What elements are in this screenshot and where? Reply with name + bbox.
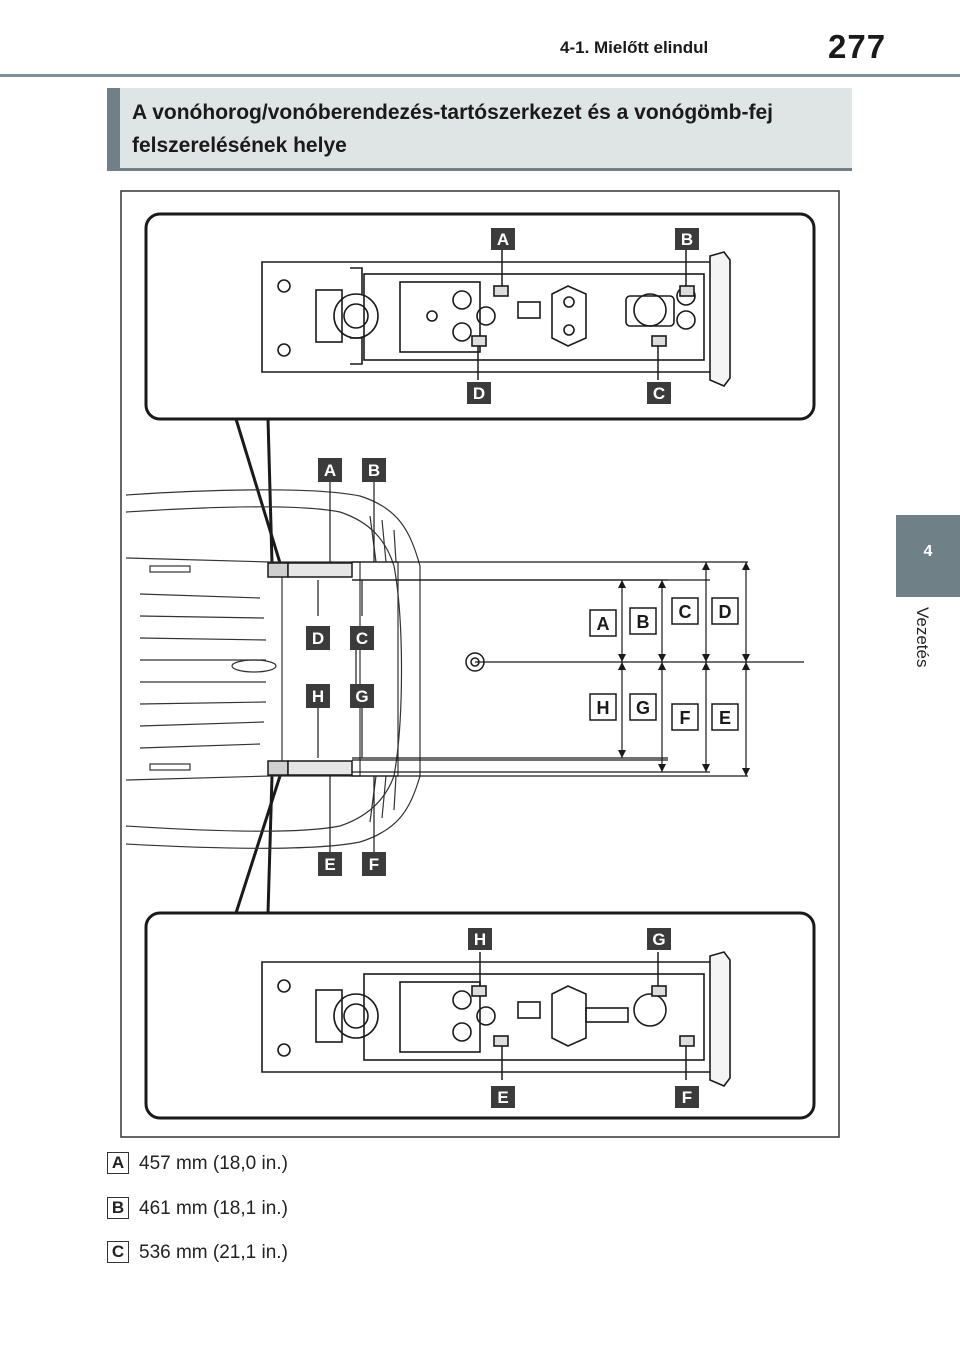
vehicle-label-e: E xyxy=(324,855,335,874)
bottom-detail-leaders xyxy=(479,952,687,1080)
top-detail-leaders xyxy=(477,250,687,380)
item-text: 536 mm (21,1 in.) xyxy=(139,1242,288,1263)
dim-label-c: C xyxy=(679,602,692,622)
dim-label-e: E xyxy=(719,708,731,728)
dimension-arrows xyxy=(618,562,750,776)
item-marker: B xyxy=(107,1197,129,1219)
bottom-label-f: F xyxy=(682,1088,692,1107)
bottom-label-g: G xyxy=(652,930,665,949)
section-title: A vonóhorog/vonóberendezés-tartószerkeze… xyxy=(132,101,773,157)
dim-label-d: D xyxy=(719,602,732,622)
bottom-detail-labels: H G E F xyxy=(468,928,699,1108)
top-label-d: D xyxy=(473,384,485,403)
top-label-c: C xyxy=(653,384,665,403)
hitch-receivers xyxy=(267,562,353,776)
chapter-tab[interactable]: 4 xyxy=(896,515,960,597)
vehicle-label-h: H xyxy=(312,687,324,706)
vehicle-leaders xyxy=(317,482,375,852)
bottom-crossmember xyxy=(261,951,731,1087)
detail-connectors xyxy=(234,418,282,914)
vehicle-label-b: B xyxy=(368,461,380,480)
header-section-title: 4-1. Mielőtt elindul xyxy=(560,38,709,57)
dim-label-b: B xyxy=(637,612,650,632)
vehicle-label-a: A xyxy=(324,461,336,480)
top-label-a: A xyxy=(497,230,509,249)
top-label-b: B xyxy=(681,230,693,249)
dimension-labels: A B C D H G F E xyxy=(589,597,739,731)
vehicle-label-d: D xyxy=(312,629,324,648)
header-rule xyxy=(0,74,960,77)
item-marker: C xyxy=(107,1241,129,1263)
page-number: 277 xyxy=(828,28,887,65)
figure-drawing: A B D C xyxy=(120,190,840,1138)
chapter-number: 4 xyxy=(923,543,933,560)
dim-label-h: H xyxy=(597,698,610,718)
section-title-box: A vonóhorog/vonóberendezés-tartószerkeze… xyxy=(107,88,852,171)
tow-hitch-figure: A B D C xyxy=(120,190,840,1138)
bottom-label-e: E xyxy=(497,1088,508,1107)
vehicle-label-f: F xyxy=(369,855,379,874)
dim-label-g: G xyxy=(636,698,650,718)
item-text: 457 mm (18,0 in.) xyxy=(139,1153,288,1174)
top-detail-labels: A B D C xyxy=(467,228,699,404)
item-marker: A xyxy=(107,1152,129,1174)
dim-label-a: A xyxy=(597,614,610,634)
vehicle-labels: A B D C H G E F xyxy=(306,458,386,876)
vehicle-label-c: C xyxy=(356,629,368,648)
chapter-label: Vezetés xyxy=(913,607,932,668)
dim-label-f: F xyxy=(680,708,691,728)
figure-frame xyxy=(120,190,840,1138)
top-crossmember xyxy=(261,251,731,387)
vehicle-label-g: G xyxy=(355,687,368,706)
bottom-label-h: H xyxy=(474,930,486,949)
item-text: 461 mm (18,1 in.) xyxy=(139,1198,288,1219)
